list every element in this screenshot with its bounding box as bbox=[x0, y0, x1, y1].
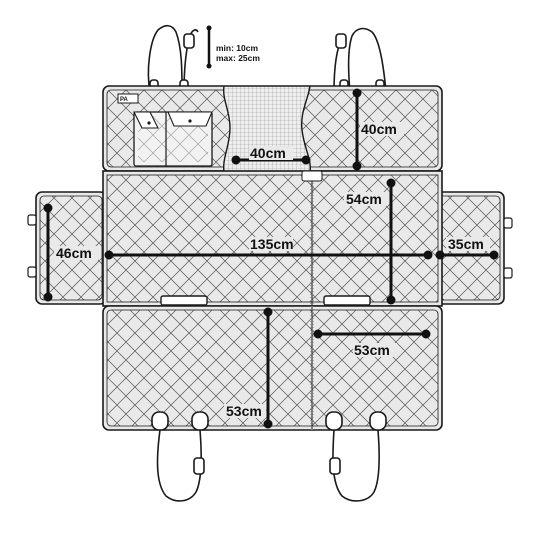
center-zipper bbox=[301, 170, 323, 430]
storage-pockets bbox=[133, 111, 213, 167]
seat-depth-label: 54cm bbox=[346, 191, 382, 207]
backrest-height-label: 40cm bbox=[361, 121, 397, 137]
side-flap-height-label: 46cm bbox=[56, 245, 92, 261]
total-width-label: 135cm bbox=[250, 236, 294, 252]
top-right-headrest-strap bbox=[333, 27, 387, 95]
side-flap-width-label: 35cm bbox=[448, 236, 484, 252]
front-flap-panel bbox=[102, 305, 443, 431]
mesh-width-label: 40cm bbox=[250, 145, 286, 161]
logo-text: PA bbox=[120, 97, 129, 103]
brand-logo: PA bbox=[117, 93, 139, 104]
front-flap-height-label: 53cm bbox=[226, 403, 262, 419]
strap-min-label: min: 10cm bbox=[216, 43, 258, 53]
top-left-headrest-strap bbox=[147, 24, 199, 95]
seatbelt-slot-left bbox=[160, 295, 208, 306]
seatbelt-slot-right bbox=[323, 295, 371, 306]
half-width-label: 53cm bbox=[354, 342, 390, 358]
bottom-left-anchor-strap bbox=[151, 411, 209, 502]
strap-max-label: max: 25cm bbox=[216, 53, 260, 63]
bottom-right-anchor-strap bbox=[325, 411, 387, 502]
dimension-lines bbox=[43, 88, 499, 429]
